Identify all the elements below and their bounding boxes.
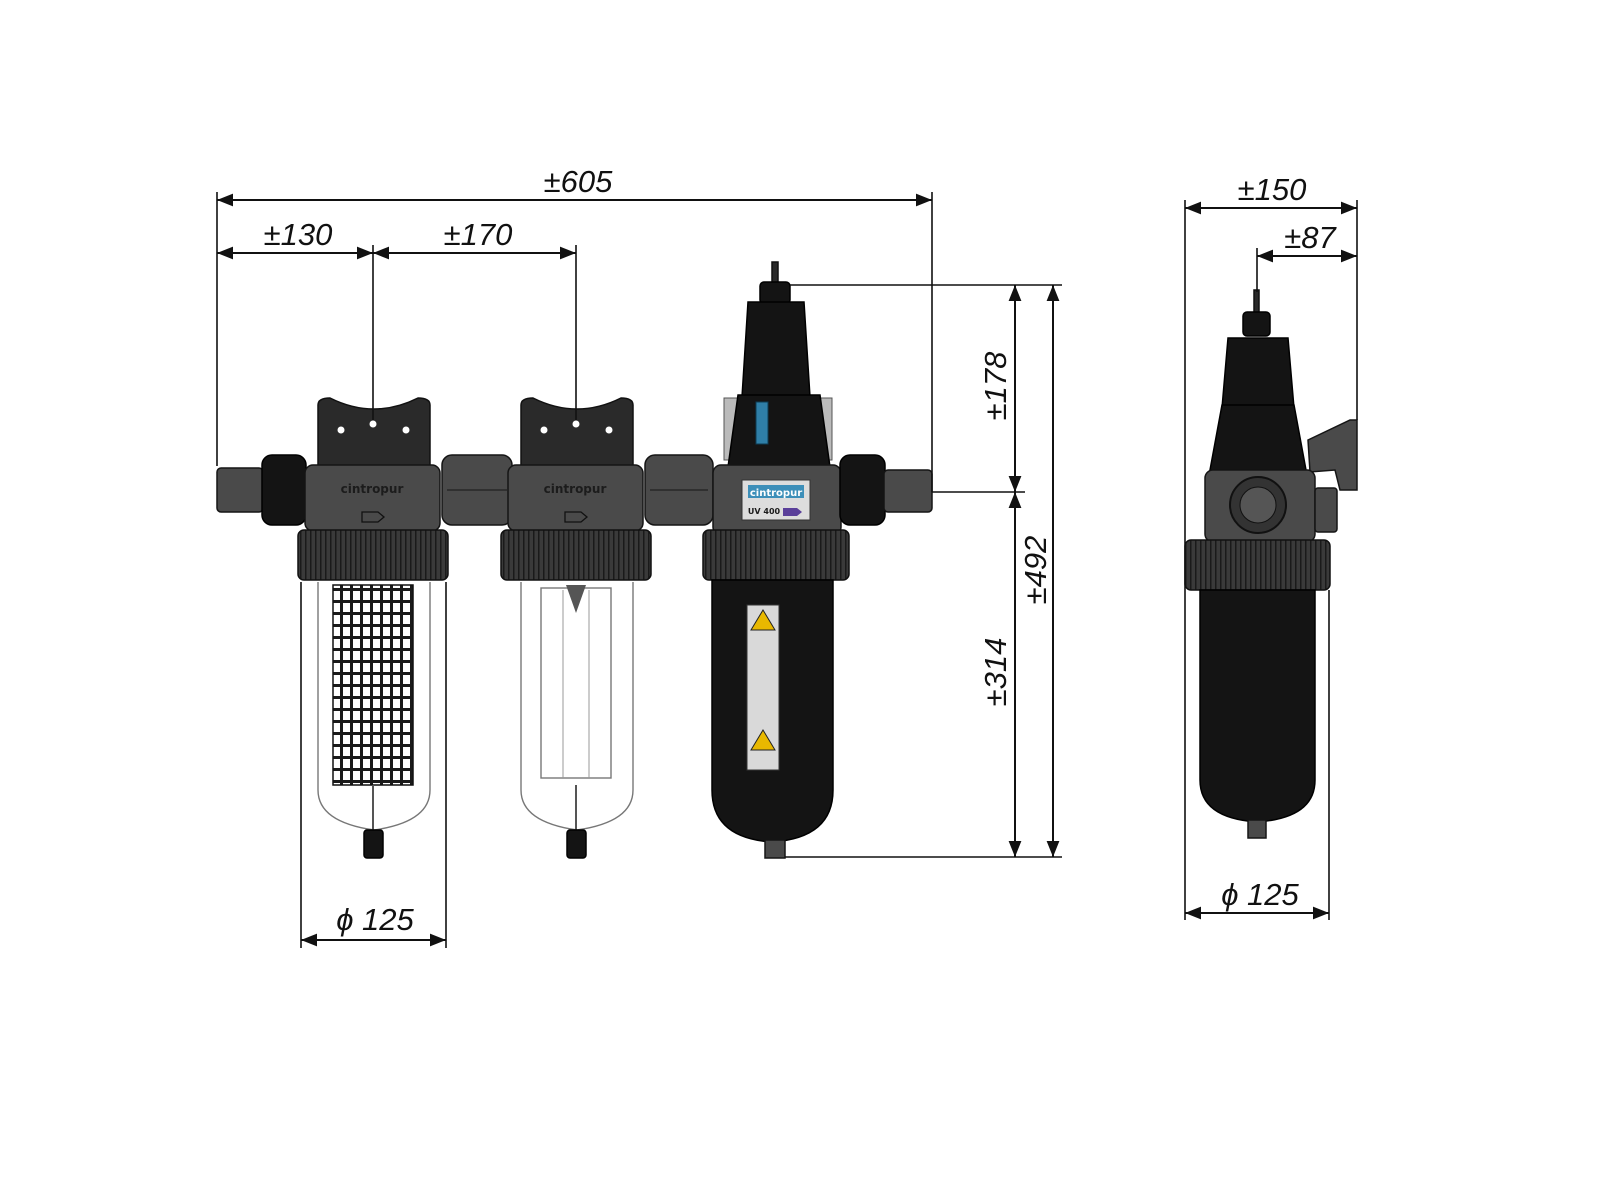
outlet-fitting [883, 469, 933, 513]
clear-bowl-filter: cintropur [500, 397, 652, 859]
sediment-filter-cartridge: cintropur [297, 397, 449, 859]
mounting-bracket [1307, 419, 1358, 491]
dim-bowl-diameter: ϕ 125 [336, 902, 414, 937]
inlet-fitting [216, 467, 264, 513]
side-view [1184, 289, 1358, 839]
dim-side-axis-offset: ±87 [1284, 220, 1337, 255]
dim-upper-height: ±178 [978, 351, 1013, 420]
flow-arrow-icon [361, 511, 386, 523]
uv-brand-logo: cintropur [750, 488, 802, 499]
flow-arrow-icon [564, 511, 589, 523]
inlet-nut [261, 454, 307, 526]
uv-sterilizer: cintropur UV 400 [702, 261, 850, 859]
dim-side-depth: ±150 [1238, 172, 1307, 207]
dim-lower-height: ±314 [978, 638, 1013, 707]
warning-icon [750, 609, 776, 631]
dimension-labels: ±605 ±130 ±170 ±178 ±314 ±492 ϕ 125 ±150… [264, 164, 1338, 937]
dim-spacing-first: ±130 [264, 217, 333, 252]
brand-logo: cintropur [341, 482, 404, 496]
uv-model-label: UV 400 [748, 507, 781, 516]
flow-arrow-icon [783, 508, 802, 516]
dim-spacing-second: ±170 [444, 217, 513, 252]
electric-warning-icon [750, 729, 776, 751]
brand-logo: cintropur [544, 482, 607, 496]
dimension-lines [216, 192, 1358, 948]
dim-side-bowl-diameter: ϕ 125 [1221, 877, 1299, 912]
dim-total-height: ±492 [1018, 536, 1053, 605]
outlet-nut [839, 454, 886, 526]
front-view: cintropur cintropur [216, 261, 933, 859]
dim-overall-width: ±605 [544, 164, 613, 199]
